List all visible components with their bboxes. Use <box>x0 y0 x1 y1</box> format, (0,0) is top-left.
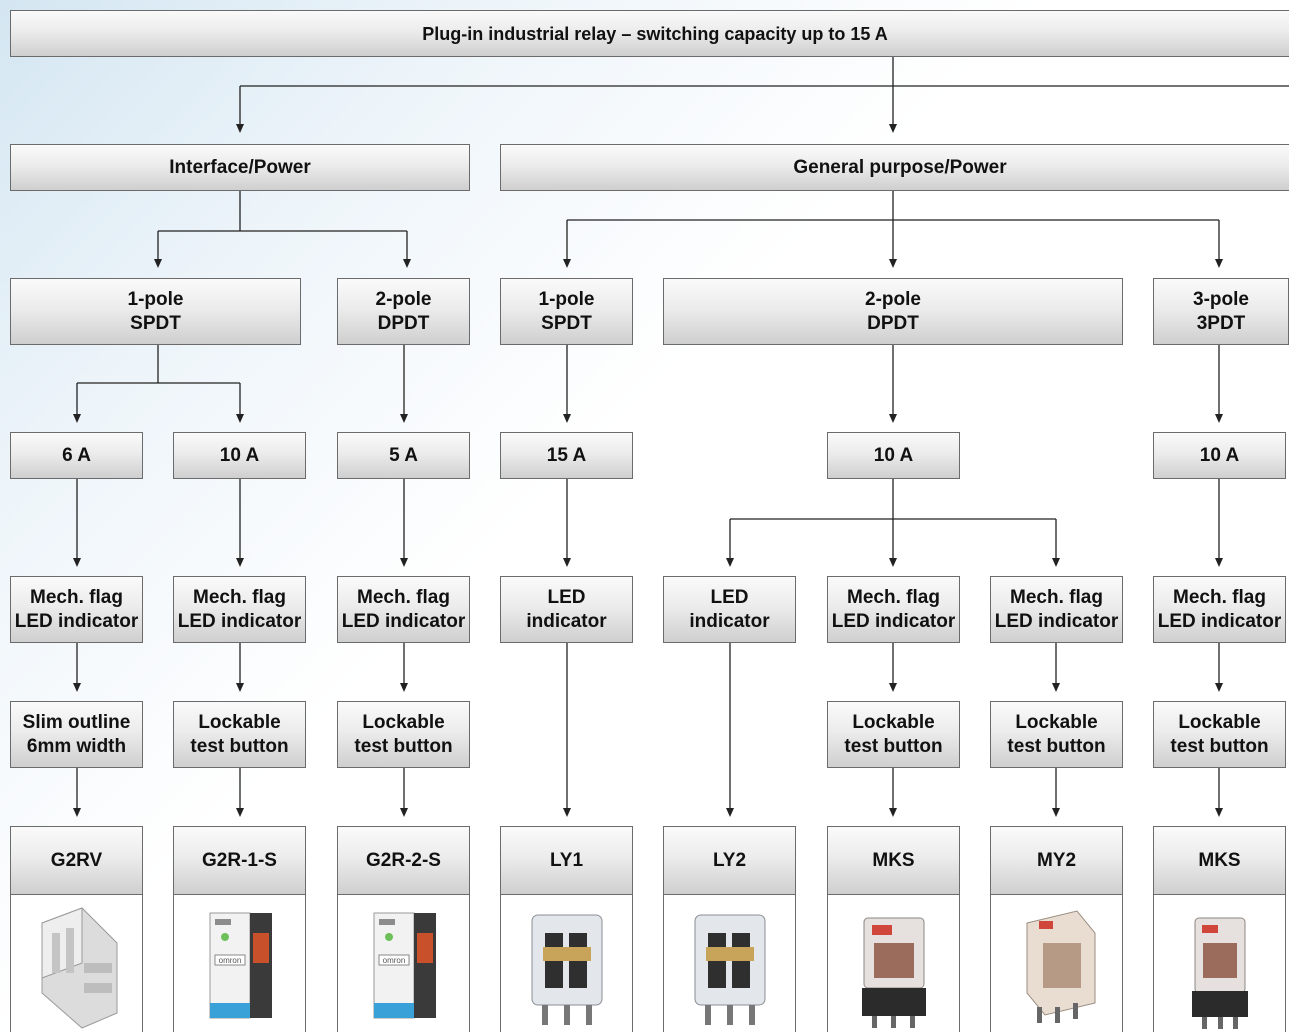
arrow-head <box>154 259 162 268</box>
product-card-ly1: LY1 <box>500 826 633 1032</box>
arrow-head <box>236 683 244 692</box>
arrow-head <box>1215 683 1223 692</box>
brand-label: omron <box>218 956 241 965</box>
cube-relay-icon <box>664 895 795 1032</box>
rating-node-6a: 6 A <box>10 432 143 479</box>
arrow-head <box>889 683 897 692</box>
pole-node-general-1pole: 1-pole SPDT <box>500 278 633 345</box>
pole-node-interface-2pole: 2-pole DPDT <box>337 278 470 345</box>
pole-node-general-3pole: 3-pole 3PDT <box>1153 278 1289 345</box>
arrow-head <box>1052 808 1060 817</box>
arrow-head <box>236 414 244 423</box>
group-interface-power: Interface/Power <box>10 144 470 191</box>
product-name: MKS <box>1154 827 1285 895</box>
rating-node-5a: 5 A <box>337 432 470 479</box>
arrow-head <box>1052 558 1060 567</box>
arrow-head <box>73 683 81 692</box>
rating-node-15a: 15 A <box>500 432 633 479</box>
pole-node-interface-1pole: 1-pole SPDT <box>10 278 301 345</box>
octal-relay-icon <box>828 895 959 1032</box>
product-card-g2r-2-s: G2R-2-S omron <box>337 826 470 1032</box>
miniature-relay-icon <box>991 895 1122 1032</box>
feature-node: Mech. flag LED indicator <box>337 576 470 643</box>
arrow-head <box>1215 558 1223 567</box>
option-node-lockable-test-button: Lockable test button <box>827 701 960 768</box>
slim-relay-icon: omron <box>338 895 469 1032</box>
arrow-head <box>400 414 408 423</box>
arrow-head <box>73 414 81 423</box>
product-name: LY2 <box>664 827 795 895</box>
arrow-head <box>236 808 244 817</box>
arrow-head <box>400 683 408 692</box>
rating-node-10a: 10 A <box>827 432 960 479</box>
arrow-head <box>400 558 408 567</box>
cube-relay-icon <box>501 895 632 1032</box>
product-card-mks: MKS <box>1153 826 1286 1032</box>
product-name: MY2 <box>991 827 1122 895</box>
arrow-head <box>563 259 571 268</box>
option-node-slim-outline: Slim outline 6mm width <box>10 701 143 768</box>
arrow-head <box>889 414 897 423</box>
arrow-head <box>889 558 897 567</box>
feature-node: Mech. flag LED indicator <box>10 576 143 643</box>
product-card-ly2: LY2 <box>663 826 796 1032</box>
option-node-lockable-test-button: Lockable test button <box>990 701 1123 768</box>
octal-relay-icon <box>1154 895 1285 1032</box>
arrow-head <box>563 808 571 817</box>
arrow-head <box>400 808 408 817</box>
feature-node: Mech. flag LED indicator <box>173 576 306 643</box>
brand-label: omron <box>382 956 405 965</box>
rating-node-10a: 10 A <box>173 432 306 479</box>
root-node: Plug-in industrial relay – switching cap… <box>10 10 1289 57</box>
option-node-lockable-test-button: Lockable test button <box>1153 701 1286 768</box>
group-general-purpose-power: General purpose/Power <box>500 144 1289 191</box>
product-card-mks: MKS <box>827 826 960 1032</box>
product-name: G2RV <box>11 827 142 895</box>
pole-node-general-2pole: 2-pole DPDT <box>663 278 1123 345</box>
product-name: MKS <box>828 827 959 895</box>
option-node-lockable-test-button: Lockable test button <box>337 701 470 768</box>
option-node-lockable-test-button: Lockable test button <box>173 701 306 768</box>
arrow-head <box>73 808 81 817</box>
feature-node: Mech. flag LED indicator <box>827 576 960 643</box>
arrow-head <box>889 259 897 268</box>
arrow-head <box>563 558 571 567</box>
product-card-g2rv: G2RV <box>10 826 143 1032</box>
product-name: G2R-1-S <box>174 827 305 895</box>
arrow-head <box>236 558 244 567</box>
arrow-head <box>236 124 244 133</box>
feature-node: LED indicator <box>663 576 796 643</box>
product-card-my2: MY2 <box>990 826 1123 1032</box>
arrow-head <box>73 558 81 567</box>
product-name: LY1 <box>501 827 632 895</box>
arrow-head <box>1215 414 1223 423</box>
arrow-head <box>403 259 411 268</box>
slim-relay-icon: omron <box>174 895 305 1032</box>
arrow-head <box>726 808 734 817</box>
arrow-head <box>1215 808 1223 817</box>
feature-node: Mech. flag LED indicator <box>990 576 1123 643</box>
din-rail-relay-icon <box>11 895 142 1032</box>
product-name: G2R-2-S <box>338 827 469 895</box>
feature-node: Mech. flag LED indicator <box>1153 576 1286 643</box>
feature-node: LED indicator <box>500 576 633 643</box>
arrow-head <box>726 558 734 567</box>
rating-node-10a: 10 A <box>1153 432 1286 479</box>
arrow-head <box>1052 683 1060 692</box>
arrow-head <box>889 124 897 133</box>
arrow-head <box>1215 259 1223 268</box>
arrow-head <box>889 808 897 817</box>
product-card-g2r-1-s: G2R-1-S omron <box>173 826 306 1032</box>
arrow-head <box>563 414 571 423</box>
